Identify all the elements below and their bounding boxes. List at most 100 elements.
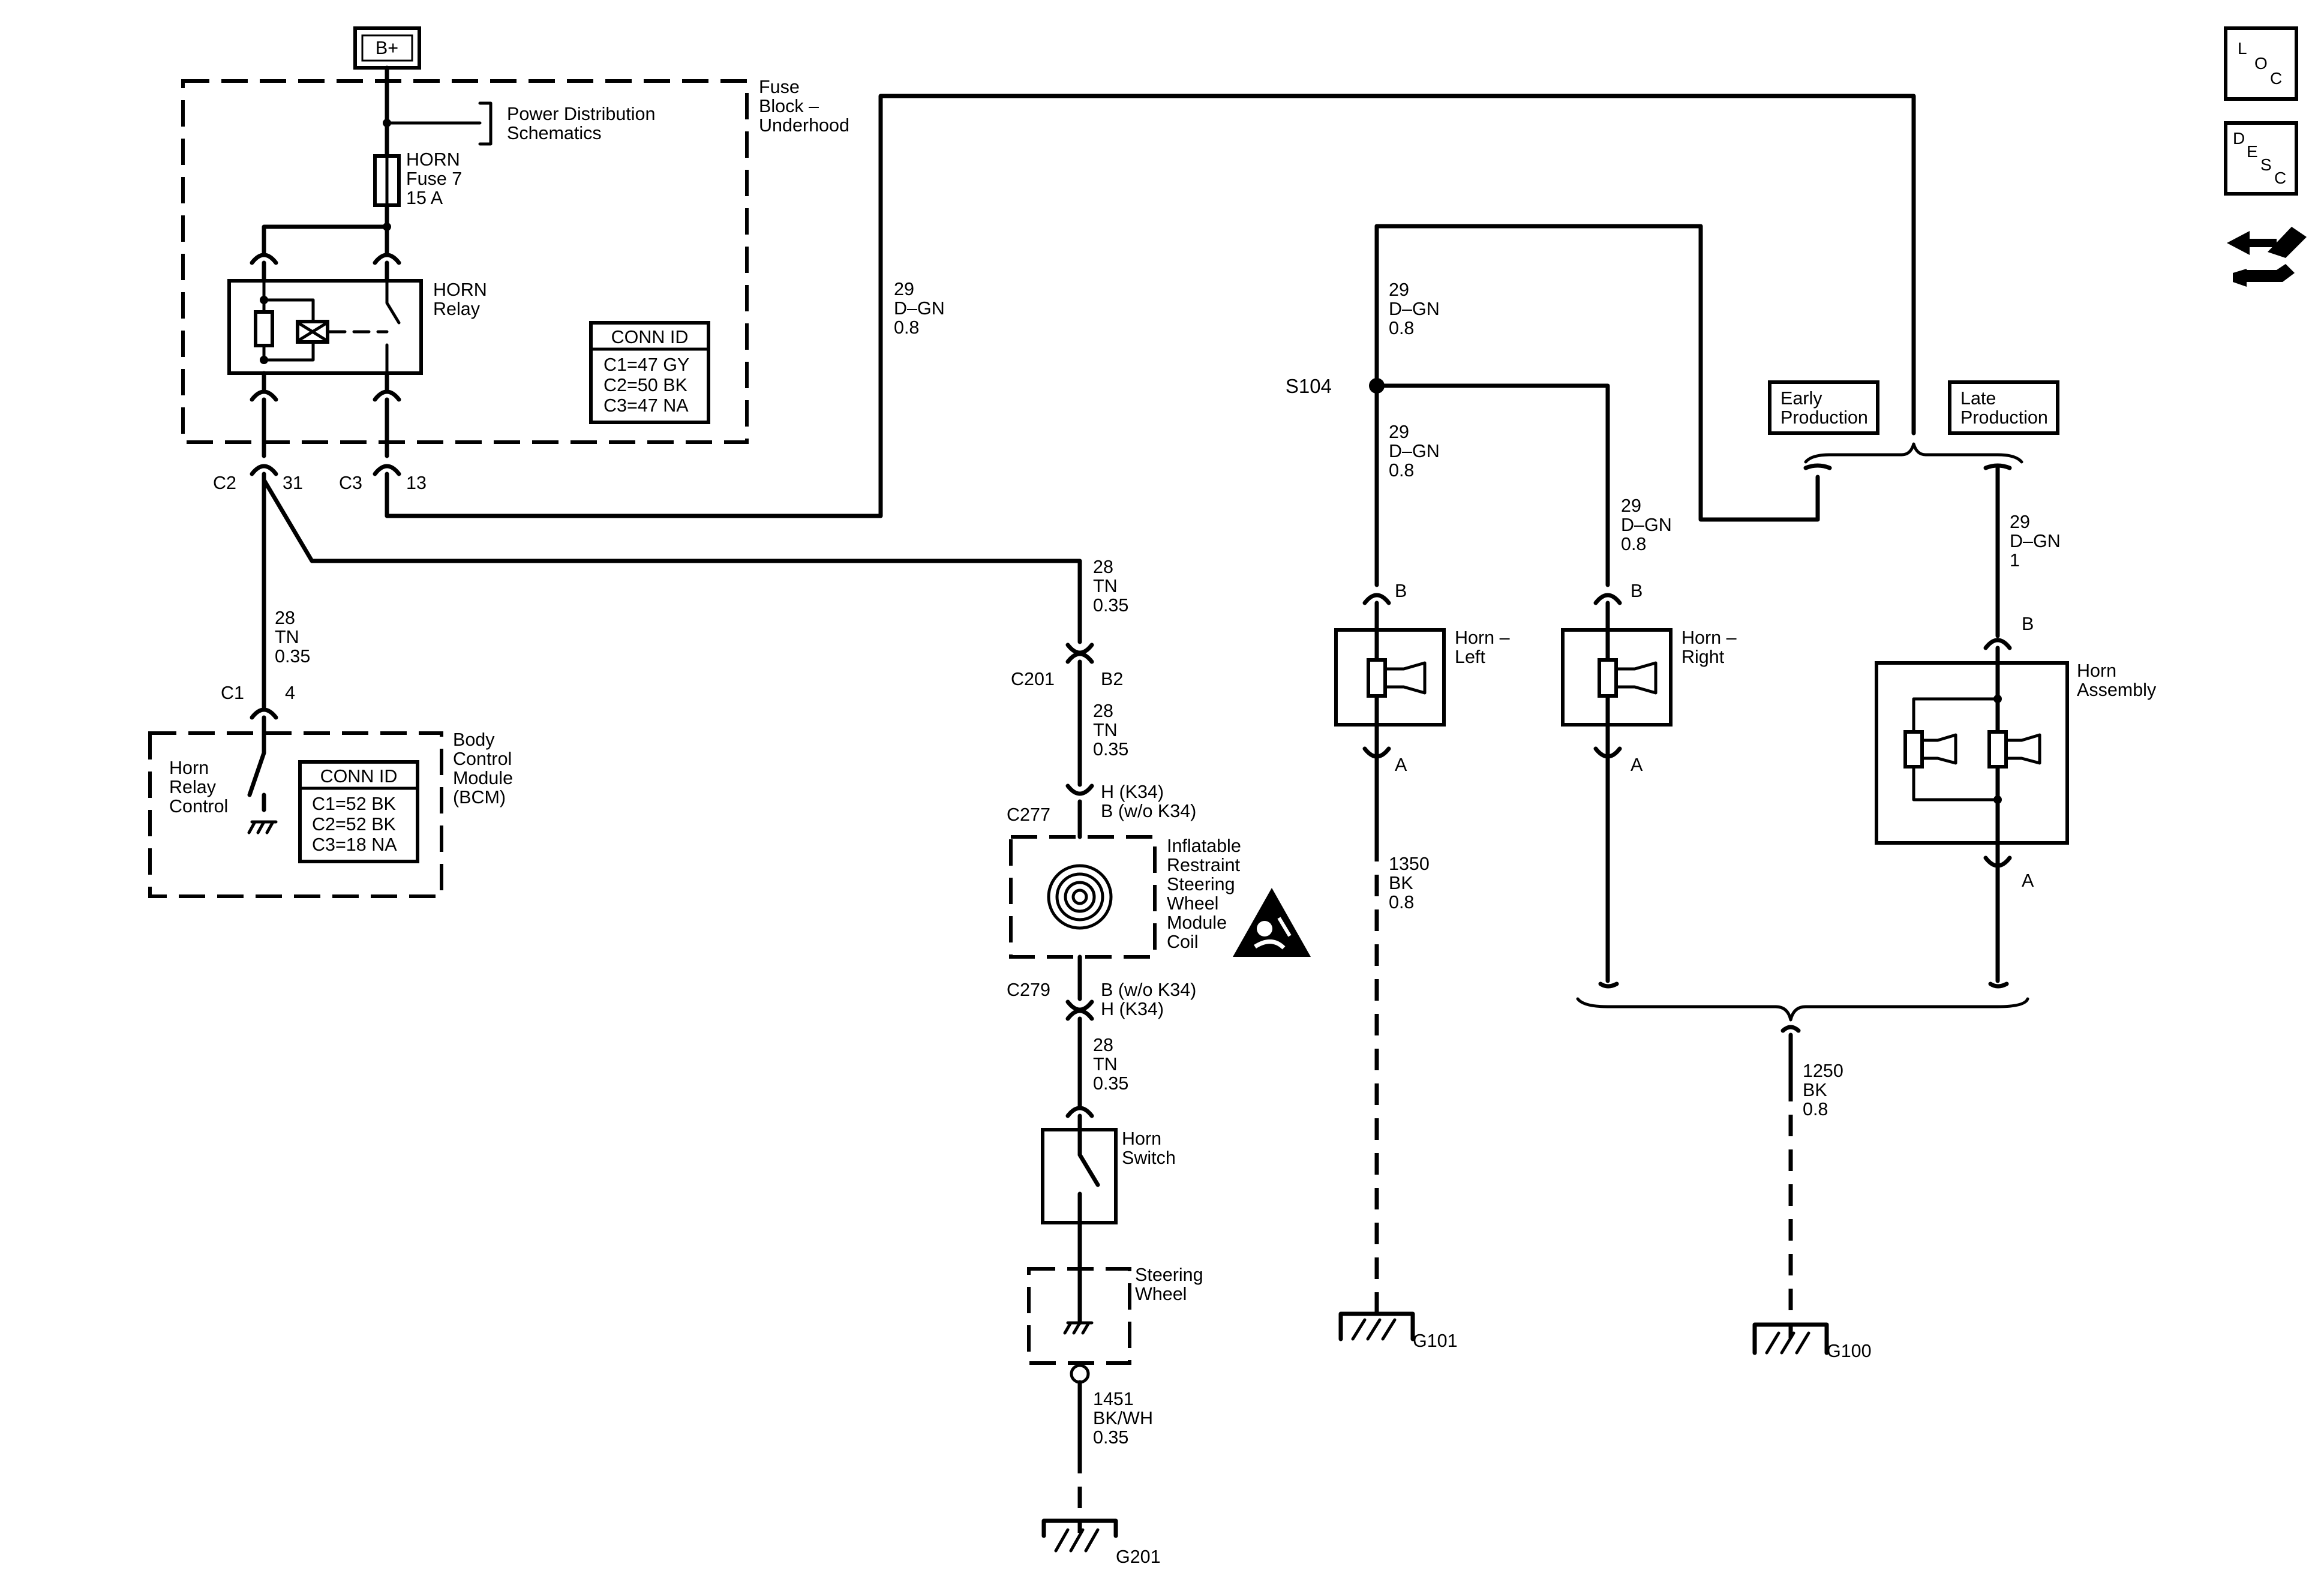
wire-size: 0.35 <box>1093 739 1128 760</box>
connector-tool-icon[interactable] <box>2227 227 2307 287</box>
fuse-rating: 15 A <box>406 188 443 208</box>
wire-circuit: 29 <box>1389 422 1409 442</box>
wire-circuit: 28 <box>1093 701 1113 721</box>
wire-color: TN <box>1093 1054 1118 1074</box>
loc-letter-c: C <box>2270 69 2282 88</box>
horn-left-name-2: Left <box>1455 647 1485 667</box>
loc-letter-o: O <box>2254 54 2268 73</box>
inflatable-restraint-coil: Inflatable Restraint Steering Wheel Modu… <box>1009 835 1311 959</box>
power-distribution-ref: Power Distribution <box>507 104 656 124</box>
wire-color: BK <box>1803 1080 1827 1100</box>
c3-pin: 13 <box>406 473 427 493</box>
bcm-conn-id-c3: C3=18 NA <box>312 834 397 855</box>
bcm-control-label-3: Control <box>169 796 228 816</box>
wire-circuit: 29 <box>2010 512 2030 532</box>
conn-id-c3: C3=47 NA <box>603 395 689 416</box>
coil-name-6: Coil <box>1167 932 1199 952</box>
airbag-warning-icon <box>1233 888 1311 957</box>
wire-circuit: 28 <box>1093 557 1113 577</box>
wire-circuit: 1451 <box>1093 1389 1134 1409</box>
bcm-name-3: Module <box>453 768 513 788</box>
body-control-module: Horn Relay Control Body Control Module (… <box>148 715 513 898</box>
wire-size: 0.35 <box>275 646 310 667</box>
wire-color: D–GN <box>2010 531 2061 551</box>
horn-left: Horn – Left <box>1334 601 1510 757</box>
early-production-label-2: Production <box>1780 407 1868 428</box>
coil-name-5: Module <box>1167 912 1227 933</box>
fuse-block-conn-id-table: CONN ID C1=47 GY C2=50 BK C3=47 NA <box>589 321 710 424</box>
conn-id-c1: C1=47 GY <box>603 355 689 375</box>
early-production-label: Early <box>1780 388 1822 409</box>
wire-color: D–GN <box>1621 515 1672 535</box>
bcm-name: Body <box>453 730 495 750</box>
splice-label: S104 <box>1286 375 1332 397</box>
wire-circuit: 1350 <box>1389 854 1430 874</box>
c201-pin: B2 <box>1101 669 1123 689</box>
horn-assembly-name: Horn <box>2077 661 2116 681</box>
late-production-label: Late <box>1960 388 1996 409</box>
bcm-control-label-2: Relay <box>169 777 217 797</box>
wire-size: 0.8 <box>1389 318 1414 338</box>
horn-assembly: Horn Assembly <box>1875 646 2157 869</box>
wire-color: TN <box>1093 576 1118 596</box>
conn-id-c2: C2=50 BK <box>603 375 687 395</box>
horn-relay: HORN Relay <box>227 260 487 375</box>
horn-assembly-name-2: Assembly <box>2077 680 2157 700</box>
wire-size: 0.35 <box>1093 1073 1128 1094</box>
bcm-conn-id-c2: C2=52 BK <box>312 814 396 834</box>
wire-circuit: 1250 <box>1803 1061 1843 1081</box>
c277-label: C277 <box>1007 804 1050 825</box>
horn-right-name: Horn – <box>1682 628 1737 648</box>
wire-circuit: 29 <box>1389 280 1409 300</box>
description-icon[interactable]: D E S C <box>2224 121 2298 196</box>
battery-supply: B+ <box>353 26 421 70</box>
horn-right-pin-a: A <box>1631 755 1643 775</box>
horn-switch-name: Horn <box>1122 1128 1161 1149</box>
wire-circuit: 28 <box>1093 1035 1113 1055</box>
wire-color: BK/WH <box>1093 1408 1153 1428</box>
horn-switch: Horn Switch <box>1041 1113 1176 1225</box>
wire-color: TN <box>275 627 299 647</box>
steering-wheel-name: Steering <box>1135 1265 1203 1285</box>
c201-label: C201 <box>1011 669 1055 689</box>
c279-label: C279 <box>1007 980 1050 1000</box>
bcm-conn-id-title: CONN ID <box>320 766 398 786</box>
horn-left-pin-a: A <box>1395 755 1407 775</box>
wire-size: 1 <box>2010 550 2020 571</box>
late-production-option: Late Production <box>1948 380 2059 435</box>
bcm-c1-label: C1 <box>221 683 244 703</box>
wire-circuit: 29 <box>1621 496 1641 516</box>
desc-letter-e: E <box>2247 142 2258 161</box>
c2-label: C2 <box>213 473 236 493</box>
desc-letter-d: D <box>2233 129 2245 148</box>
location-icon[interactable]: L O C <box>2224 26 2298 101</box>
battery-label: B+ <box>376 38 398 58</box>
wire-size: 0.8 <box>1389 892 1414 912</box>
coil-name: Inflatable <box>1167 836 1241 856</box>
wire-circuit: 29 <box>894 279 914 299</box>
fuse-block-name-2: Block – <box>759 96 819 116</box>
horn-right-pin-b: B <box>1631 581 1643 601</box>
wire-color: D–GN <box>894 298 945 319</box>
horn-assembly-pin-a: A <box>2022 870 2034 891</box>
coil-name-3: Steering <box>1167 874 1235 894</box>
c277-pin-2: B (w/o K34) <box>1101 801 1196 821</box>
c279-pin: B (w/o K34) <box>1101 980 1196 1000</box>
bcm-name-4: (BCM) <box>453 787 506 807</box>
wire-size: 0.8 <box>894 317 919 338</box>
early-production-option: Early Production <box>1768 380 1879 435</box>
c279-pin-2: H (K34) <box>1101 999 1164 1019</box>
wire-color: BK <box>1389 873 1413 893</box>
wire-circuit: 28 <box>275 608 295 628</box>
wire-size: 0.8 <box>1389 460 1414 481</box>
bcm-c1-pin: 4 <box>285 683 295 703</box>
wire-color: D–GN <box>1389 299 1440 319</box>
desc-letter-s: S <box>2260 155 2272 174</box>
desc-letter-c: C <box>2274 169 2286 187</box>
fuse-block-name-3: Underhood <box>759 115 849 136</box>
relay-name-2: Relay <box>433 299 481 319</box>
c2-pin: 31 <box>283 473 303 493</box>
horn-right-name-2: Right <box>1682 647 1725 667</box>
fuse-block-underhood: Fuse Block – Underhood <box>181 77 849 444</box>
